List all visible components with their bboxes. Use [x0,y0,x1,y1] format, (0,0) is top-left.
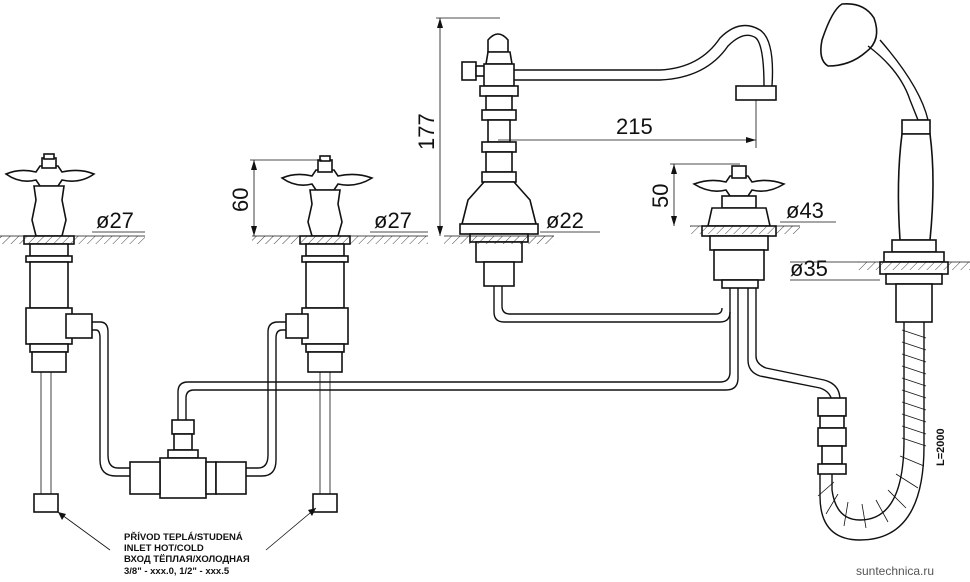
left-tap [4,153,96,513]
dimension-labels: ø27 ø27 ø22 ø43 ø35 215 177 60 50 L=2000 [96,113,947,466]
inlet-note-line-1: PŘÍVOD TEPLÁ/STUDENÁ [124,531,243,543]
diameter-label-shower: ø35 [790,256,828,281]
spout [459,24,777,287]
inlet-note-line-2: INLET HOT/COLD [124,543,204,554]
diameter-label-spout: ø22 [546,208,584,233]
inlet-note: PŘÍVOD TEPLÁ/STUDENÁ INLET HOT/COLD ВХОД… [124,531,250,577]
right-tap [280,155,374,513]
height-label-diverter: 50 [648,184,673,208]
dimension-lines [57,17,880,551]
diameter-label-right-tap: ø27 [374,208,412,233]
deck-surfaces [0,225,970,270]
height-label-spout: 177 [414,113,439,150]
inlet-note-line-4: 3/8" - xxx.0, 1/2" - xxx.5 [124,566,230,577]
height-label-tap: 60 [228,188,253,212]
diameter-label-diverter: ø43 [786,198,824,223]
tee-connector [129,419,247,499]
watermark: suntechnica.ru [856,564,934,578]
inlet-note-line-3: ВХОД ТЁПЛАЯ/ХОЛОДНАЯ [124,554,250,565]
diameter-label-left-tap: ø27 [96,208,134,233]
hand-shower [817,2,949,541]
reach-label-spout: 215 [616,114,653,139]
hose-length-label: L=2000 [935,428,947,466]
